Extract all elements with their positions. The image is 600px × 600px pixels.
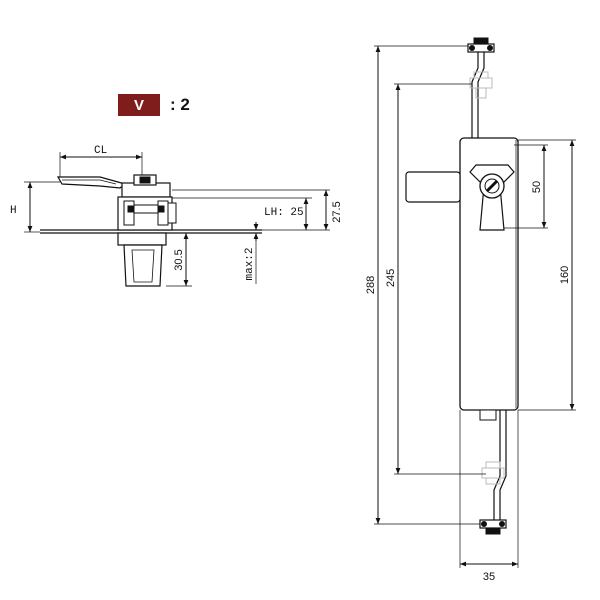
dim-max2-label: max:2 xyxy=(244,247,256,280)
dim-50-label: 50 xyxy=(531,181,543,193)
top-rod xyxy=(471,52,479,138)
dim-245-label: 245 xyxy=(385,269,397,287)
dim-30-5-label: 30.5 xyxy=(173,249,185,270)
front-view xyxy=(374,37,576,568)
bottom-rod xyxy=(493,410,501,520)
side-view xyxy=(24,152,330,287)
top-bolt xyxy=(467,43,495,53)
dim-288-label: 288 xyxy=(365,276,377,294)
dim-27-5-label: 27.5 xyxy=(331,201,343,222)
lh-label: LH: 25 xyxy=(264,207,304,219)
h-label: H xyxy=(10,205,17,217)
variant-badge-label: V xyxy=(133,96,144,114)
variant-value: : 2 xyxy=(170,95,190,114)
cl-label: CL xyxy=(94,145,107,157)
variant-badge: V xyxy=(118,94,160,116)
dim-160-label: 160 xyxy=(559,266,571,284)
latch-tongue xyxy=(405,171,461,203)
handle-lever xyxy=(56,176,127,189)
dim-35-label: 35 xyxy=(483,571,495,583)
